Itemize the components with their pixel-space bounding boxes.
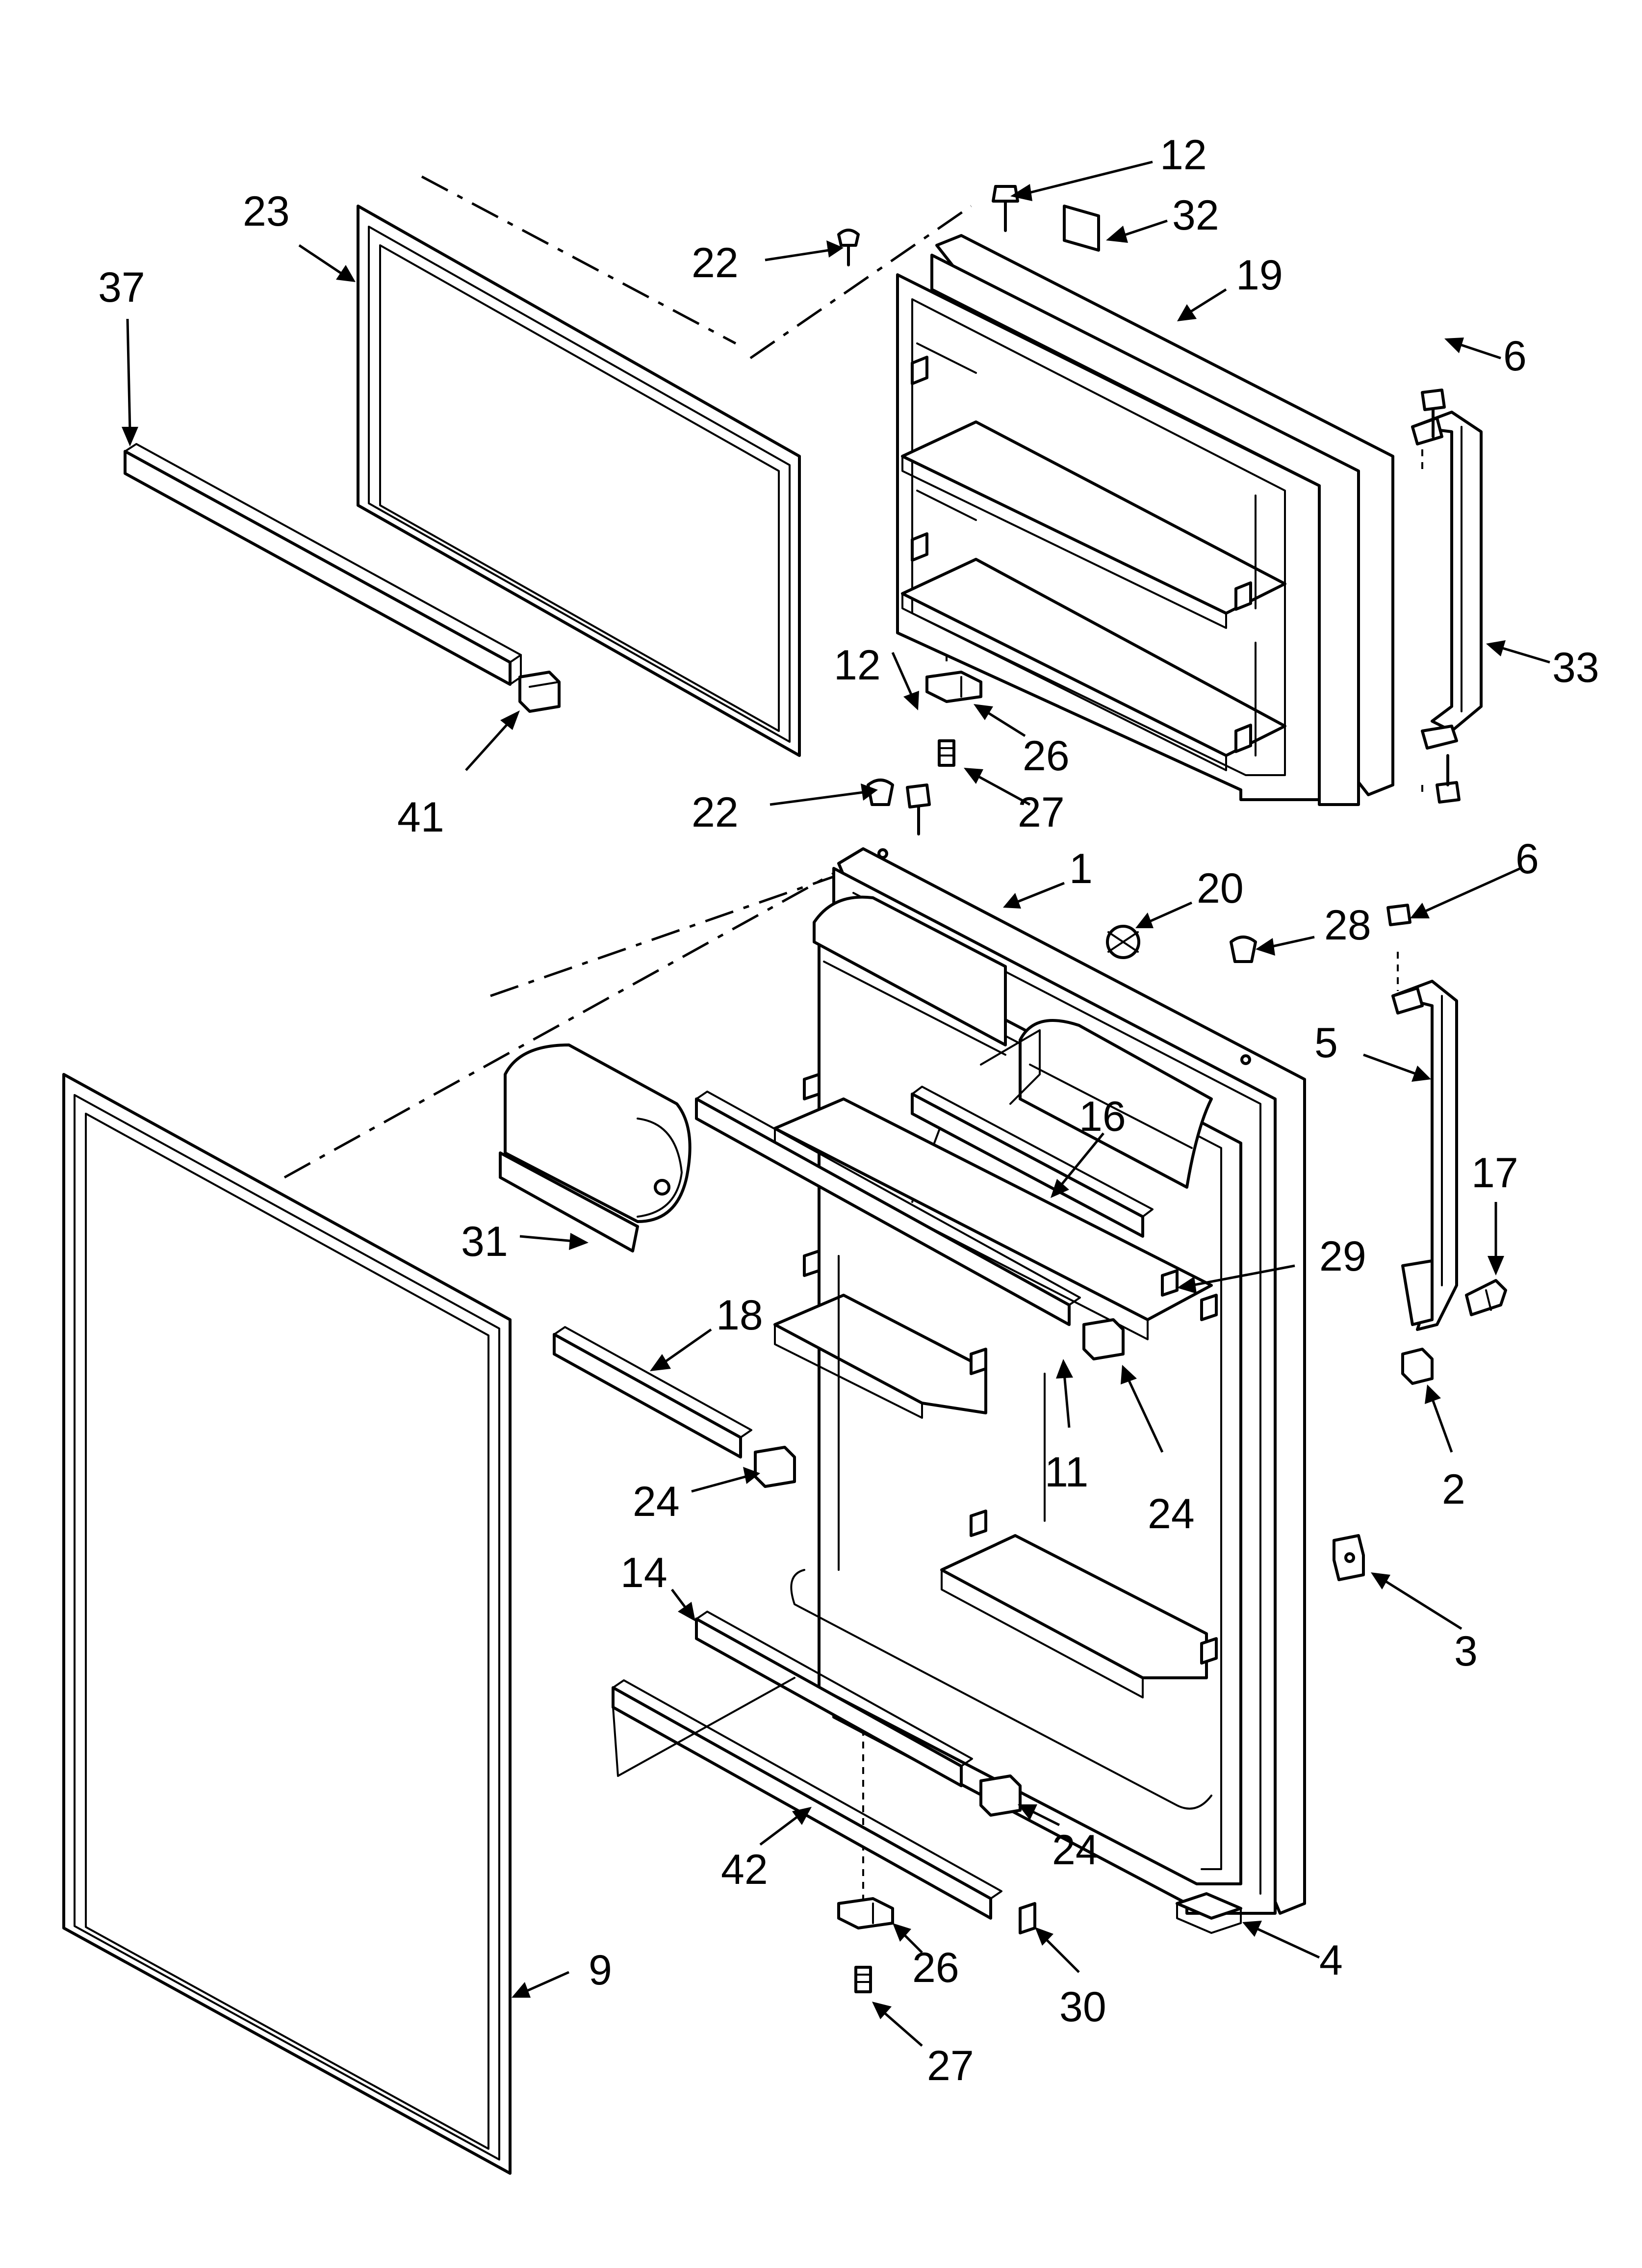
- clip-2: [1401, 1348, 1434, 1385]
- callout-30: 30: [1059, 1983, 1106, 2031]
- callout-42: 42: [721, 1846, 768, 1893]
- callout-22: 22: [692, 789, 739, 836]
- screw-27-bottom: [854, 1966, 872, 1993]
- door-top-holes: [877, 848, 1251, 1065]
- callout-32: 32: [1172, 192, 1219, 239]
- end-cap-24-left: [754, 1446, 796, 1488]
- hinge-26-top: [925, 671, 982, 703]
- callout-29: 29: [1319, 1233, 1366, 1280]
- callout-26: 26: [912, 1944, 959, 1991]
- callout-6: 6: [1515, 835, 1539, 883]
- fresh-food-door: [773, 847, 1306, 1915]
- callout-11: 11: [1045, 1449, 1088, 1496]
- screw-27-top: [938, 739, 955, 767]
- callout-18: 18: [716, 1292, 763, 1339]
- callout-28: 28: [1324, 902, 1371, 949]
- callout-12: 12: [834, 642, 881, 689]
- clip-29: [1161, 1269, 1179, 1297]
- freezer-shelf-bar: [124, 443, 522, 686]
- callout-4: 4: [1319, 1937, 1343, 1984]
- callout-33: 33: [1552, 644, 1599, 691]
- callout-27: 27: [1018, 789, 1065, 836]
- freezer-handle: [1411, 411, 1483, 750]
- hinge-26-bottom: [837, 1897, 894, 1929]
- bracket-3: [1333, 1534, 1365, 1581]
- callout-16: 16: [1079, 1093, 1126, 1140]
- callout-23: 23: [243, 188, 290, 235]
- door-shelf-bar-11: [695, 1091, 1081, 1326]
- callout-17: 17: [1471, 1149, 1518, 1197]
- plug-22-top: [837, 229, 860, 266]
- alignment-lines: [283, 175, 1423, 1903]
- screw-12-top: [992, 185, 1019, 232]
- freezer-door: [896, 234, 1394, 806]
- bracket-4: [1176, 1892, 1242, 1934]
- screw-17: [1465, 1279, 1507, 1316]
- end-cap-24-bottom: [979, 1774, 1022, 1817]
- callout-labels: 12 32 22 19 23 37 6 33 41 12 26 27 22 6 …: [98, 131, 1599, 2089]
- end-cap-41: [518, 671, 561, 713]
- label-32-part: [1063, 205, 1100, 252]
- callout-2: 2: [1442, 1466, 1465, 1513]
- door-shelf-bar-42: [612, 1677, 1002, 1920]
- callout-5: 5: [1314, 1019, 1338, 1067]
- callout-37: 37: [98, 264, 145, 311]
- fresh-food-door-gasket: [62, 1073, 512, 2175]
- callout-9: 9: [589, 1947, 612, 1994]
- callout-19: 19: [1236, 252, 1283, 299]
- screw-6-mid: [1386, 904, 1411, 926]
- callout-20: 20: [1197, 865, 1244, 912]
- dairy-compartment-door: [499, 1043, 692, 1252]
- fresh-food-handle: [1391, 980, 1458, 1331]
- callout-24: 24: [1052, 1826, 1099, 1874]
- callout-22: 22: [692, 239, 739, 287]
- door-shelf-bar-14: [695, 1611, 973, 1787]
- callout-31: 31: [461, 1218, 508, 1265]
- plug-22-mid: [867, 779, 894, 806]
- end-cap-24-right: [1082, 1318, 1125, 1360]
- door-shelf-bar-18: [553, 1326, 752, 1459]
- door-shelf-rail-16: [911, 1086, 1154, 1238]
- callout-24: 24: [633, 1478, 680, 1525]
- freezer-door-gasket: [357, 205, 801, 757]
- leader-lines: [122, 160, 1550, 2047]
- screw-6-top: [1421, 389, 1446, 438]
- callout-41: 41: [397, 794, 444, 841]
- callout-24: 24: [1148, 1490, 1195, 1538]
- clip-30: [1019, 1902, 1036, 1934]
- plug-28: [1230, 936, 1257, 963]
- callout-3: 3: [1454, 1628, 1478, 1675]
- callout-1: 1: [1069, 845, 1093, 892]
- callout-14: 14: [620, 1549, 667, 1596]
- callout-6: 6: [1503, 333, 1527, 380]
- screw-6-bottom: [1436, 754, 1461, 804]
- callout-26: 26: [1023, 732, 1070, 780]
- screw-12-mid: [906, 783, 931, 835]
- callout-27: 27: [927, 2042, 974, 2089]
- callout-12: 12: [1160, 131, 1207, 179]
- part-20-stop: [1106, 925, 1140, 959]
